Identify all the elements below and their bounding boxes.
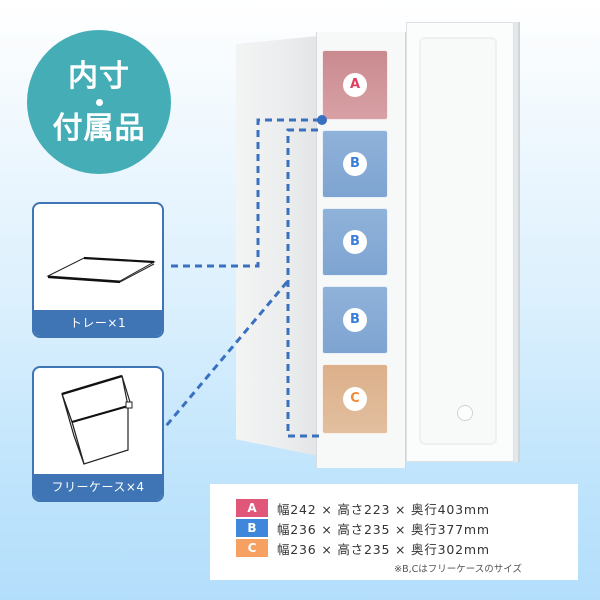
- badge-a: A: [236, 499, 268, 517]
- door-knob: [457, 405, 473, 421]
- freezer-side-panel: [236, 36, 318, 456]
- tray-illustration: [34, 204, 162, 316]
- accessory-card-tray: トレー×1: [32, 202, 164, 338]
- title-separator-dot: [95, 98, 103, 106]
- bin-label: B: [343, 152, 367, 176]
- title-line-1: 内寸: [68, 58, 130, 94]
- title-badge: 内寸 付属品: [27, 30, 171, 174]
- bin-label: C: [343, 387, 367, 411]
- bin-a: A: [322, 50, 388, 120]
- dimension-row-c: C 幅236 × 高さ235 × 奥行302mm: [236, 539, 490, 557]
- badge-c: C: [236, 539, 268, 557]
- bin-c: C: [322, 364, 388, 434]
- bin-label: A: [343, 73, 367, 97]
- dimensions-panel: A 幅242 × 高さ223 × 奥行403mm B 幅236 × 高さ235 …: [210, 484, 578, 580]
- freezer-door: [406, 22, 514, 462]
- dimensions-note: ※B,Cはフリーケースのサイズ: [394, 564, 522, 575]
- door-inner-panel: [419, 37, 497, 445]
- free-case-illustration: [34, 368, 162, 480]
- bin-label: B: [343, 230, 367, 254]
- bin-b: B: [322, 286, 388, 354]
- dimension-text: 幅242 × 高さ223 × 奥行403mm: [277, 501, 490, 517]
- bin-b: B: [322, 208, 388, 276]
- bin-label: B: [343, 308, 367, 332]
- dimension-row-b: B 幅236 × 高さ235 × 奥行377mm: [236, 519, 490, 537]
- tray-label: トレー×1: [34, 310, 162, 336]
- accessory-card-free-case: フリーケース×4: [32, 366, 164, 502]
- bin-b: B: [322, 130, 388, 198]
- freezer-illustration: A B B B C: [236, 22, 426, 468]
- dimension-text: 幅236 × 高さ235 × 奥行302mm: [277, 541, 490, 557]
- dimension-text: 幅236 × 高さ235 × 奥行377mm: [277, 521, 490, 537]
- title-line-2: 付属品: [52, 110, 146, 146]
- badge-b: B: [236, 519, 268, 537]
- dimension-row-a: A 幅242 × 高さ223 × 奥行403mm: [236, 499, 490, 517]
- free-case-label: フリーケース×4: [34, 474, 162, 500]
